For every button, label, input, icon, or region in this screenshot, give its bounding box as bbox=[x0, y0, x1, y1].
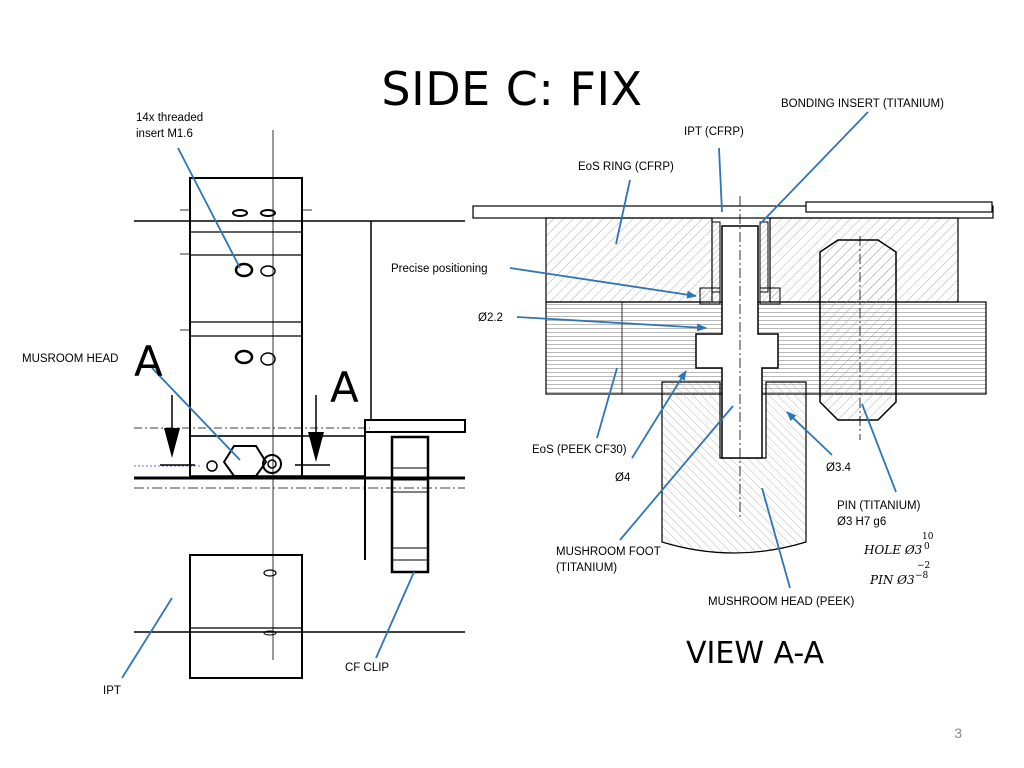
label-mushroom-head-peek: MUSHROOM HEAD (PEEK) bbox=[708, 596, 855, 608]
leader-lines bbox=[121, 111, 897, 679]
section-view-a-a bbox=[472, 196, 994, 554]
tolerance-pin: PIN Ø3 bbox=[870, 573, 915, 587]
label-threaded-insert-line2: insert M1.6 bbox=[136, 128, 193, 140]
slide-title: SIDE C: FIX bbox=[381, 62, 643, 116]
label-pin-titanium: PIN (TITANIUM) Ø3 H7 g6 bbox=[837, 498, 920, 530]
label-eos-ring: EoS RING (CFRP) bbox=[578, 161, 674, 173]
section-mark-right: A bbox=[330, 363, 359, 412]
label-d4: Ø4 bbox=[615, 472, 631, 484]
label-musroom-head: MUSROOM HEAD bbox=[22, 353, 119, 365]
label-threaded-insert-line1: 14x threaded bbox=[136, 112, 204, 124]
label-threaded-insert: 14x threaded insert M1.6 bbox=[136, 110, 203, 142]
view-title: VIEW A-A bbox=[686, 636, 825, 671]
label-precise-positioning: Precise positioning bbox=[391, 263, 488, 275]
label-mushroom-foot-line2: (TITANIUM) bbox=[556, 562, 618, 574]
label-bonding-insert: BONDING INSERT (TITANIUM) bbox=[781, 98, 944, 110]
left-side-view bbox=[134, 130, 466, 679]
label-cf-clip: CF CLIP bbox=[345, 662, 390, 674]
label-eos-peek: EoS (PEEK CF30) bbox=[532, 444, 627, 456]
tolerance-pin-lower: −8 bbox=[915, 571, 929, 581]
label-mushroom-foot-line1: MUSHROOM FOOT bbox=[556, 546, 661, 558]
label-mushroom-foot: MUSHROOM FOOT (TITANIUM) bbox=[556, 544, 661, 576]
tolerance-hole: HOLE Ø3 bbox=[864, 543, 923, 557]
label-pin-titanium-line2: Ø3 H7 g6 bbox=[837, 516, 887, 528]
label-d22: Ø2.2 bbox=[478, 312, 503, 324]
tolerance-hole-upper: 10 bbox=[922, 532, 934, 542]
label-pin-titanium-line1: PIN (TITANIUM) bbox=[837, 500, 921, 512]
tolerance-pin-upper: −2 bbox=[917, 561, 931, 571]
tolerance-hole-lower: 0 bbox=[924, 542, 930, 552]
label-d34: Ø3.4 bbox=[826, 462, 851, 474]
section-mark-left: A bbox=[134, 337, 163, 386]
label-ipt: IPT bbox=[103, 685, 121, 697]
page-number: 3 bbox=[954, 725, 962, 741]
label-ipt-cfrp: IPT (CFRP) bbox=[684, 126, 744, 138]
